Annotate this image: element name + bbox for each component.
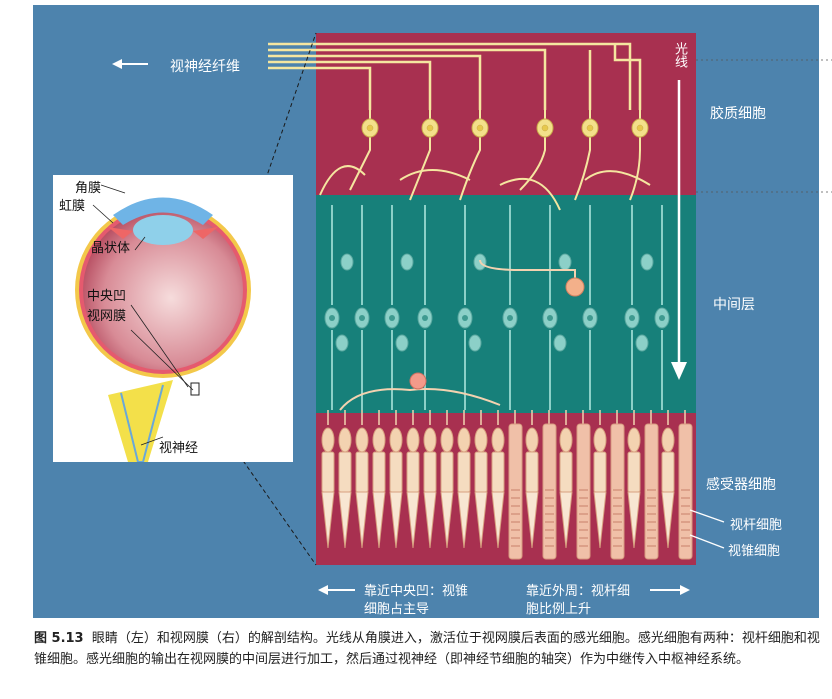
- periphery-note-line2: 胞比例上升: [526, 598, 591, 617]
- bipolar-cell: [336, 335, 348, 351]
- optic-fiber-label: 视神经纤维: [170, 56, 240, 76]
- cone-cell: [390, 428, 402, 452]
- cone-cell: [560, 428, 572, 452]
- middle-layer-label: 中间层: [713, 294, 755, 314]
- cone-label: 视锥细胞: [728, 540, 780, 559]
- cone-cell: [458, 428, 470, 452]
- retina-label: 视网膜: [87, 305, 126, 324]
- cone-cell: [339, 428, 351, 452]
- cornea-label: 角膜: [75, 177, 101, 196]
- cone-cell: [424, 428, 436, 452]
- rod-cell: [543, 424, 556, 559]
- rod-label: 视杆细胞: [730, 514, 782, 533]
- bipolar-cell: [636, 335, 648, 351]
- rod-cell: [611, 424, 624, 559]
- cone-cell: [475, 428, 487, 452]
- bipolar-cell: [396, 335, 408, 351]
- fovea-note-line1: 靠近中央凹：视锥: [364, 580, 468, 599]
- bipolar-cell: [469, 335, 481, 351]
- bipolar-cell: [554, 335, 566, 351]
- glia-layer-label: 胶质细胞: [710, 103, 766, 123]
- optic-nerve-label: 视神经: [159, 437, 198, 456]
- cone-cell: [322, 428, 334, 452]
- cone-cell: [492, 428, 504, 452]
- rod-cell: [679, 424, 692, 559]
- receptor-layer-label: 感受器细胞: [706, 474, 776, 494]
- figure-caption: 图 5.13 眼睛（左）和视网膜（右）的解剖结构。光线从角膜进入，激活位于视网膜…: [34, 628, 824, 670]
- rod-cell: [509, 424, 522, 559]
- light-label: 光线: [670, 42, 689, 68]
- cone-cell: [628, 428, 640, 452]
- iris-label: 虹膜: [59, 195, 85, 214]
- cone-cell: [526, 428, 538, 452]
- amacrine-cell: [341, 254, 353, 270]
- eye-inset: 角膜 虹膜 晶状体 中央凹 视网膜 视神经: [53, 175, 293, 462]
- fovea-note-line2: 细胞占主导: [364, 598, 429, 617]
- rod-cell: [645, 424, 658, 559]
- cone-cell: [407, 428, 419, 452]
- cone-cell: [373, 428, 385, 452]
- rod-cell: [577, 424, 590, 559]
- fovea-label: 中央凹: [87, 285, 126, 304]
- amacrine-cell: [641, 254, 653, 270]
- cone-cell: [441, 428, 453, 452]
- periphery-note-line1: 靠近外周：视杆细: [526, 580, 630, 599]
- middle-layer-band: [316, 195, 696, 413]
- cone-cell: [594, 428, 606, 452]
- layer-guide-dots: [696, 60, 832, 192]
- amacrine-cell: [559, 254, 571, 270]
- lens-label: 晶状体: [91, 237, 130, 256]
- figure-number: 图 5.13: [34, 631, 84, 646]
- cone-cell: [356, 428, 368, 452]
- horizontal-cell: [410, 373, 426, 389]
- caption-text: 眼睛（左）和视网膜（右）的解剖结构。光线从角膜进入，激活位于视网膜后表面的感光细…: [34, 631, 820, 667]
- cone-cell: [662, 428, 674, 452]
- amacrine-cell: [401, 254, 413, 270]
- amacrine-cell: [566, 278, 584, 296]
